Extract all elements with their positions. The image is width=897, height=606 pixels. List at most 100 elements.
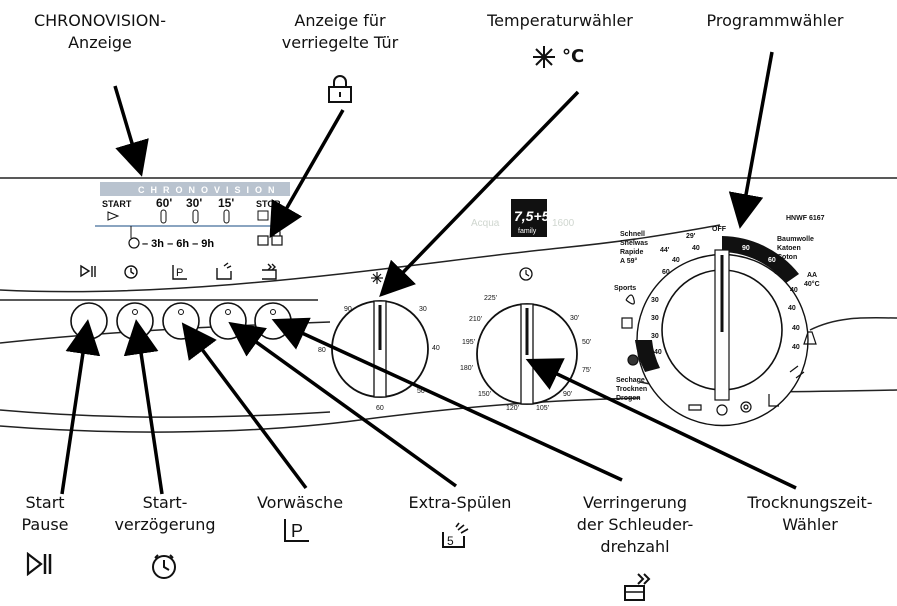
callout-dry-time-line1: Trocknungszeit-	[747, 493, 873, 512]
svg-text:60: 60	[768, 257, 776, 264]
callout-spin-reduce: Verringerung der Schleuder- drehzahl	[560, 492, 710, 558]
svg-text:Baumwolle: Baumwolle	[777, 236, 814, 243]
svg-text:90: 90	[344, 306, 352, 313]
callout-door-lock: Anzeige für verriegelte Tür	[250, 10, 430, 54]
panel-clock-icon	[124, 265, 138, 279]
program-bottom-icons	[621, 294, 817, 416]
callout-spin-reduce-line2: der Schleuder-	[576, 515, 694, 534]
svg-text:60: 60	[662, 269, 670, 276]
svg-text:30: 30	[651, 315, 659, 322]
callout-temperature-line1: Temperaturwähler	[487, 11, 633, 30]
svg-text:5: 5	[447, 534, 454, 548]
callout-start-pause-line2: Pause	[21, 515, 69, 534]
callout-temperature: Temperaturwähler	[470, 10, 650, 32]
svg-text:180': 180'	[460, 365, 473, 372]
callout-start-pause-line1: Start	[25, 493, 65, 512]
door-lock-small-icon	[257, 228, 283, 246]
svg-text:210': 210'	[469, 316, 482, 323]
delay-row: – 3h – 6h – 9h	[142, 238, 214, 250]
svg-text:40: 40	[792, 344, 800, 351]
celsius-symbol: °C	[562, 46, 585, 67]
svg-text:Rapide: Rapide	[620, 249, 643, 256]
program-groups: HNWF 6167 Schnell Snelwas Rapide A 59° S…	[614, 215, 825, 402]
brand-badge	[511, 199, 547, 237]
svg-text:120': 120'	[506, 405, 519, 412]
panel-button-icons: P	[80, 262, 277, 280]
callout-chronovision-line1: CHRONOVISION-	[33, 11, 167, 30]
svg-text:30: 30	[651, 333, 659, 340]
temperature-scale: 90 30 40 80 60 50	[318, 306, 440, 412]
callout-prewash-line1: Vorwäsche	[256, 493, 344, 512]
callout-extra-rinse-line1: Extra-Spülen	[408, 493, 512, 512]
callout-spin-reduce-line1: Verringerung	[582, 493, 688, 512]
temperature-knob	[331, 300, 429, 398]
chrono-step-stop: STOP	[256, 199, 280, 209]
svg-text:40: 40	[788, 305, 796, 312]
svg-text:P: P	[176, 267, 183, 279]
svg-text:195': 195'	[462, 339, 475, 346]
svg-text:150': 150'	[478, 391, 491, 398]
callout-program: Programmwähler	[690, 10, 860, 32]
padlock-icon	[328, 75, 352, 103]
arrow-door-lock	[269, 109, 345, 239]
svg-text:Coton: Coton	[777, 254, 797, 261]
svg-text:HNWF 6167: HNWF 6167	[786, 215, 825, 222]
callout-program-line1: Programmwähler	[706, 11, 844, 30]
panel-spin-icon	[262, 269, 277, 280]
svg-text:60: 60	[774, 269, 782, 276]
svg-text:A 59°: A 59°	[620, 257, 638, 265]
program-knob	[635, 236, 809, 427]
arrow-delay	[123, 319, 164, 495]
svg-text:Katoen: Katoen	[777, 245, 801, 252]
panel-dry-clock-icon	[519, 267, 533, 281]
snowflake-icon	[533, 46, 555, 68]
svg-text:Schnell: Schnell	[620, 231, 645, 238]
callout-arrows	[60, 51, 797, 495]
callout-chronovision: CHRONOVISION- Anzeige	[20, 10, 180, 54]
delay-button	[116, 302, 154, 340]
spin-button	[254, 302, 292, 340]
svg-text:40: 40	[432, 345, 440, 352]
svg-text:105': 105'	[536, 405, 549, 412]
arrow-extra-rinse	[228, 321, 458, 488]
brand-badge-text: 7,5+5	[514, 208, 550, 224]
prewash-button	[162, 302, 200, 340]
panel-snowflake-icon	[371, 272, 383, 284]
svg-text:AA: AA	[807, 272, 817, 279]
svg-text:Trocknen: Trocknen	[616, 386, 647, 393]
chronovision-banner-text: CHRONOVISION	[138, 185, 281, 195]
svg-text:44': 44'	[660, 247, 670, 254]
callout-extra-rinse: Extra-Spülen	[390, 492, 530, 514]
dry-time-scale: 225' 30' 210' 50' 195' 75' 180' 150' 120…	[460, 295, 591, 412]
svg-text:90: 90	[742, 245, 750, 252]
extra-rinse-icon: 5	[442, 522, 469, 548]
svg-text:50': 50'	[582, 339, 591, 346]
svg-text:1600: 1600	[552, 218, 575, 229]
svg-text:80: 80	[318, 347, 326, 354]
start-pause-button	[70, 302, 108, 340]
clock-icon	[152, 554, 176, 579]
prewash-icon: P	[284, 519, 309, 542]
svg-text:Acqua: Acqua	[471, 218, 500, 229]
svg-text:60: 60	[376, 405, 384, 412]
svg-text:Sports: Sports	[614, 285, 636, 292]
svg-text:30: 30	[651, 297, 659, 304]
callout-door-lock-line2: verriegelte Tür	[281, 33, 399, 52]
play-pause-icon	[26, 552, 52, 576]
callout-dry-time-line2: Wähler	[782, 515, 838, 534]
svg-text:P: P	[291, 521, 303, 541]
brand-badge-sub: family	[518, 228, 537, 235]
arrow-temperature	[379, 90, 580, 298]
arrow-chronovision	[113, 85, 149, 177]
callout-chronovision-line2: Anzeige	[68, 33, 132, 52]
svg-text:75': 75'	[582, 367, 591, 374]
svg-text:50: 50	[417, 388, 425, 395]
chrono-step-60: 60'	[156, 196, 172, 210]
chrono-step-15: 15'	[218, 196, 234, 210]
chrono-steps: START 60' 30' 15' STOP	[102, 196, 280, 210]
svg-text:30': 30'	[570, 315, 579, 322]
svg-text:40°C: 40°C	[804, 280, 820, 288]
svg-text:40: 40	[790, 287, 798, 294]
callout-delay: Start- verzögerung	[100, 492, 230, 536]
svg-text:30: 30	[419, 306, 427, 313]
